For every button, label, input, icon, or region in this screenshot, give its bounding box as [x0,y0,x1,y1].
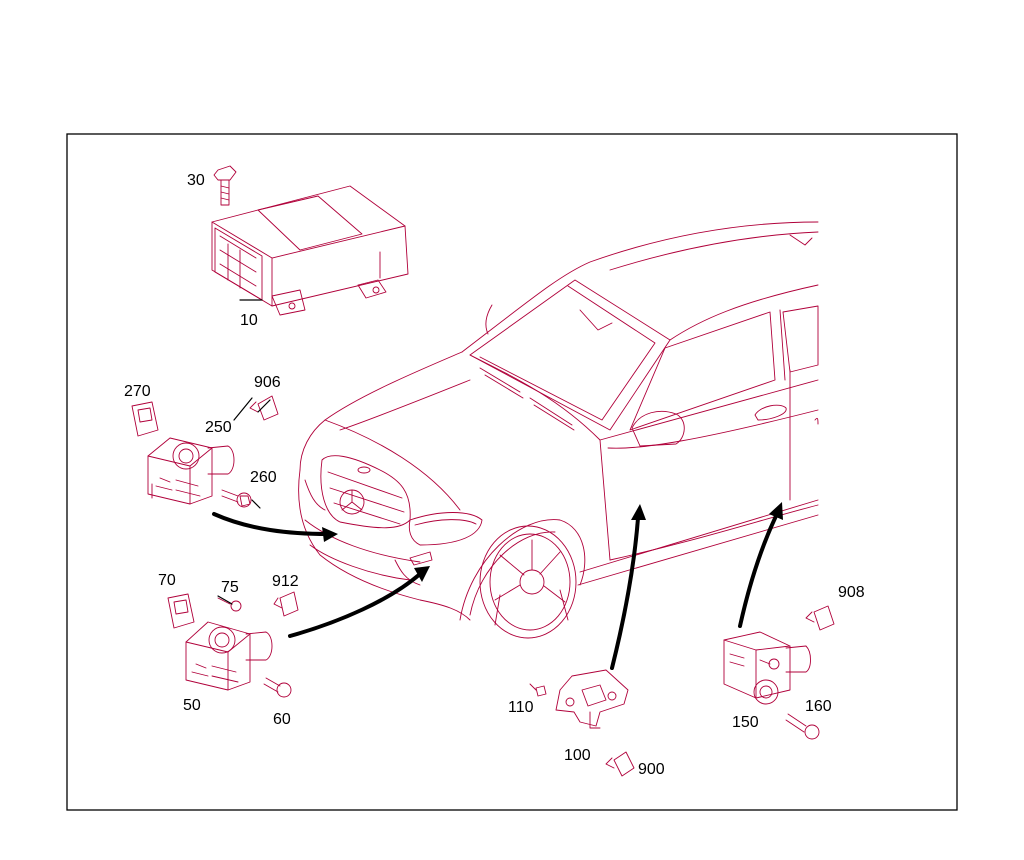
car-illustration [298,221,819,639]
screw-60-icon [263,677,292,698]
label-50: 50 [183,697,201,714]
tag-908-icon [805,605,835,631]
clip-270-icon [131,401,159,437]
sensor-100 [555,669,629,729]
label-70: 70 [158,572,176,589]
sensor-50 [185,621,273,691]
label-912: 912 [272,573,299,590]
mounting-arrows [212,502,783,670]
label-260: 260 [250,469,277,486]
leader-lines [217,299,271,605]
tag-912-icon [273,591,299,617]
arrow-50-to-bumper [288,572,422,638]
tag-900-icon [605,751,635,777]
arrow-100-to-pillar [610,516,640,670]
arrow-250-to-bumper [212,512,330,536]
label-270: 270 [124,383,151,400]
sensor-250 [147,437,235,505]
part-number-labels: 30 10 270 906 250 260 70 75 912 50 60 11… [124,172,865,778]
label-900: 900 [638,761,665,778]
clip-70-icon [167,593,195,629]
label-906: 906 [254,374,281,391]
label-160: 160 [805,698,832,715]
airbag-control-unit [211,185,409,316]
label-110: 110 [508,699,534,716]
label-10: 10 [240,312,258,329]
diagram-frame [66,133,958,811]
label-908: 908 [838,584,865,601]
label-30: 30 [187,172,205,189]
label-150: 150 [732,714,759,731]
screw-260-icon [221,489,252,508]
screw-160-icon [785,713,820,740]
label-75: 75 [221,579,239,596]
sensor-150 [723,631,811,705]
label-250: 250 [205,419,232,436]
label-100: 100 [564,747,591,764]
arrow-150-to-door [738,514,778,628]
label-60: 60 [273,711,291,728]
pin-75-icon [217,597,242,612]
screw-110-icon [529,683,547,697]
bolt-30-icon [213,165,237,206]
tag-906-icon [249,395,279,421]
